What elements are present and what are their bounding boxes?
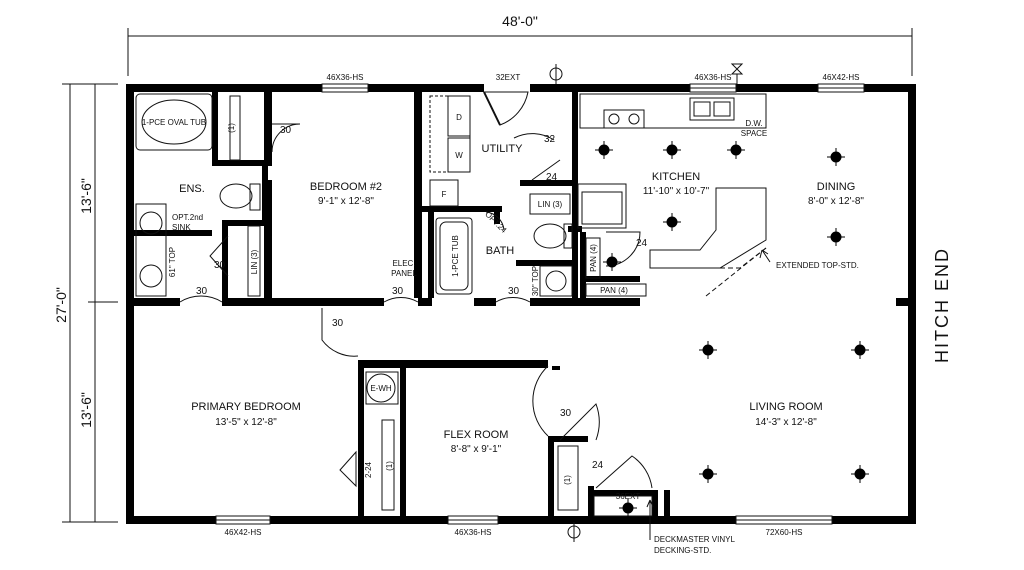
ceiling-lights <box>595 141 869 517</box>
washer-label: W <box>455 151 463 160</box>
fridge-label: F <box>442 190 447 199</box>
pantry-label-horizontal: PAN (4) <box>600 286 628 295</box>
door-size-flex: 30 <box>560 408 572 419</box>
front-door-label: 32EXT <box>496 73 521 82</box>
window-label-primary: 46X42-HS <box>225 528 262 537</box>
door-size-double: 2-24 <box>364 461 373 478</box>
window-label-kitchen: 46X36-HS <box>695 73 732 82</box>
windows <box>215 83 865 525</box>
leader-arrows <box>646 249 771 540</box>
top30-label: 30" TOP <box>531 266 540 296</box>
room-name-living-room: LIVING ROOM <box>749 401 822 413</box>
dryer-label: D <box>456 113 462 122</box>
interior-walls <box>134 92 908 516</box>
opt-sink-label-2: SINK <box>172 223 191 232</box>
extended-top-label: EXTENDED TOP-STD. <box>776 261 859 270</box>
room-size-bedroom2: 9'-1" x 12'-8" <box>318 196 374 207</box>
hitch-end-label: HITCH END <box>932 247 952 363</box>
door-size-closet: 24 <box>592 460 604 471</box>
shelf-label-flex: (1) <box>385 461 394 471</box>
elec-panel-label-1: ELEC. <box>392 259 415 268</box>
deck-label-2: DECKING-STD. <box>654 546 711 555</box>
overall-height-dim: 27'-0" <box>53 287 69 323</box>
door-size-bed2: 30 <box>392 286 404 297</box>
front-door <box>483 84 530 126</box>
pantry-label-vertical: PAN (4) <box>589 244 598 272</box>
door-size-utility: 32 <box>544 134 556 145</box>
room-size-living-room: 14'-3" x 12'-8" <box>755 417 817 428</box>
dw-label-2: SPACE <box>741 129 768 138</box>
door-size-ens-3: 30 <box>196 286 208 297</box>
water-heater-label: E-WH <box>370 384 392 393</box>
room-name-primary-bedroom: PRIMARY BEDROOM <box>191 401 301 413</box>
room-size-flex-room: 8'-8" x 9'-1" <box>451 444 502 455</box>
upper-height-dim: 13'-6" <box>78 178 94 214</box>
window-label-flex: 46X36-HS <box>455 528 492 537</box>
room-size-primary-bedroom: 13'-5" x 12'-8" <box>215 417 277 428</box>
window-label-bed2: 46X36-HS <box>327 73 364 82</box>
door-size-bath: 30 <box>508 286 520 297</box>
room-name-kitchen: KITCHEN <box>652 171 700 183</box>
linen-label-utility: LIN (3) <box>538 200 563 209</box>
rear-door-label: 36EXT <box>616 492 641 501</box>
opt-sink-label-1: OPT.2nd <box>172 213 203 222</box>
exterior-fixtures <box>549 63 744 542</box>
room-size-kitchen: 11'-10" x 10'-7" <box>643 186 710 197</box>
elec-panel-label-2: PANEL <box>391 269 417 278</box>
room-name-bath: BATH <box>486 245 515 257</box>
dw-label-1: D.W. <box>745 119 762 128</box>
door-size-primary: 30 <box>332 318 344 329</box>
room-size-dining: 8'-0" x 12'-8" <box>808 196 864 207</box>
door-size-pantry: 24 <box>636 238 648 249</box>
door-swings <box>179 123 653 489</box>
room-name-ens: ENS. <box>179 183 205 195</box>
window-label-dining: 46X42-HS <box>823 73 860 82</box>
room-name-bedroom2: BEDROOM #2 <box>310 181 382 193</box>
door-size-ens-2: 30 <box>214 260 226 271</box>
shelf-label-closet: (1) <box>563 475 572 485</box>
overall-width-dim: 48'-0" <box>502 13 538 29</box>
fixtures <box>135 93 767 517</box>
room-name-utility: UTILITY <box>482 143 524 155</box>
room-name-dining: DINING <box>817 181 856 193</box>
window-label-living: 72X60-HS <box>766 528 803 537</box>
door-size-ens: 30 <box>280 125 292 136</box>
tub-label: 1-PCE TUB <box>451 235 460 277</box>
shelf-label-ens: (1) <box>227 123 236 133</box>
deck-label-1: DECKMASTER VINYL <box>654 535 735 544</box>
dimension-lines <box>62 28 913 523</box>
linen-label-bed: LIN (3) <box>250 249 259 274</box>
oval-tub-label: 1-PCE OVAL TUB <box>142 118 206 127</box>
lower-height-dim: 13'-6" <box>78 392 94 428</box>
door-size-lin: 24 <box>546 172 558 183</box>
room-name-flex-room: FLEX ROOM <box>444 429 509 441</box>
top61-label: 61" TOP <box>168 247 177 277</box>
